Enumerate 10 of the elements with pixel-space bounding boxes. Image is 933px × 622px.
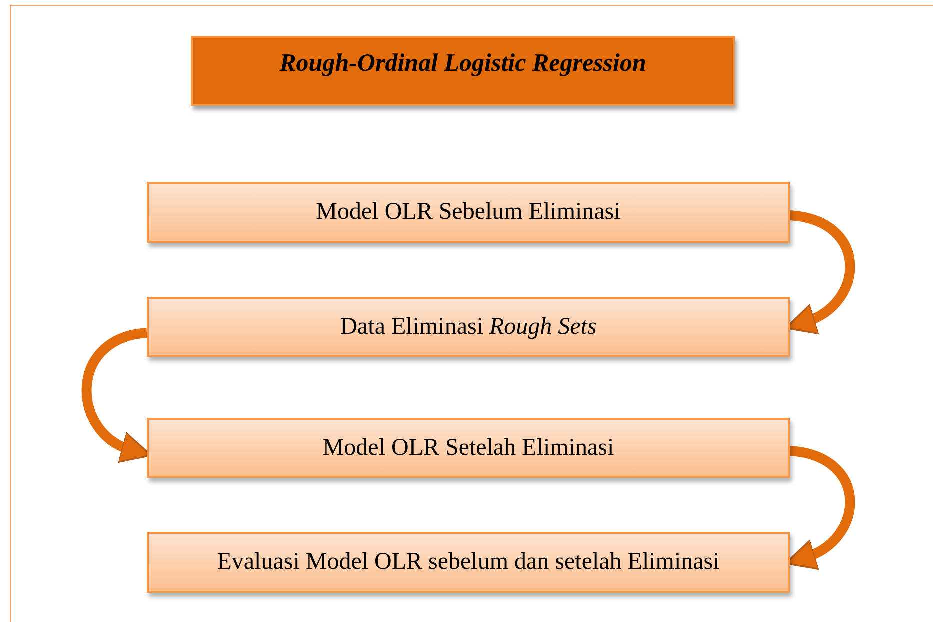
step-label: Model OLR Sebelum Eliminasi [316,198,621,227]
process-box [147,418,790,478]
process-box [147,182,790,243]
title-box [191,36,735,106]
step-label: Evaluasi Model OLR sebelum dan setelah Eliminasi [217,548,720,577]
process-box [147,297,790,357]
step-label: Data Eliminasi Rough Sets [340,313,597,342]
process-box [147,532,790,593]
step-label: Model OLR Setelah Eliminasi [322,434,614,463]
heading-label: Rough-Ordinal Logistic Regression [280,49,646,79]
